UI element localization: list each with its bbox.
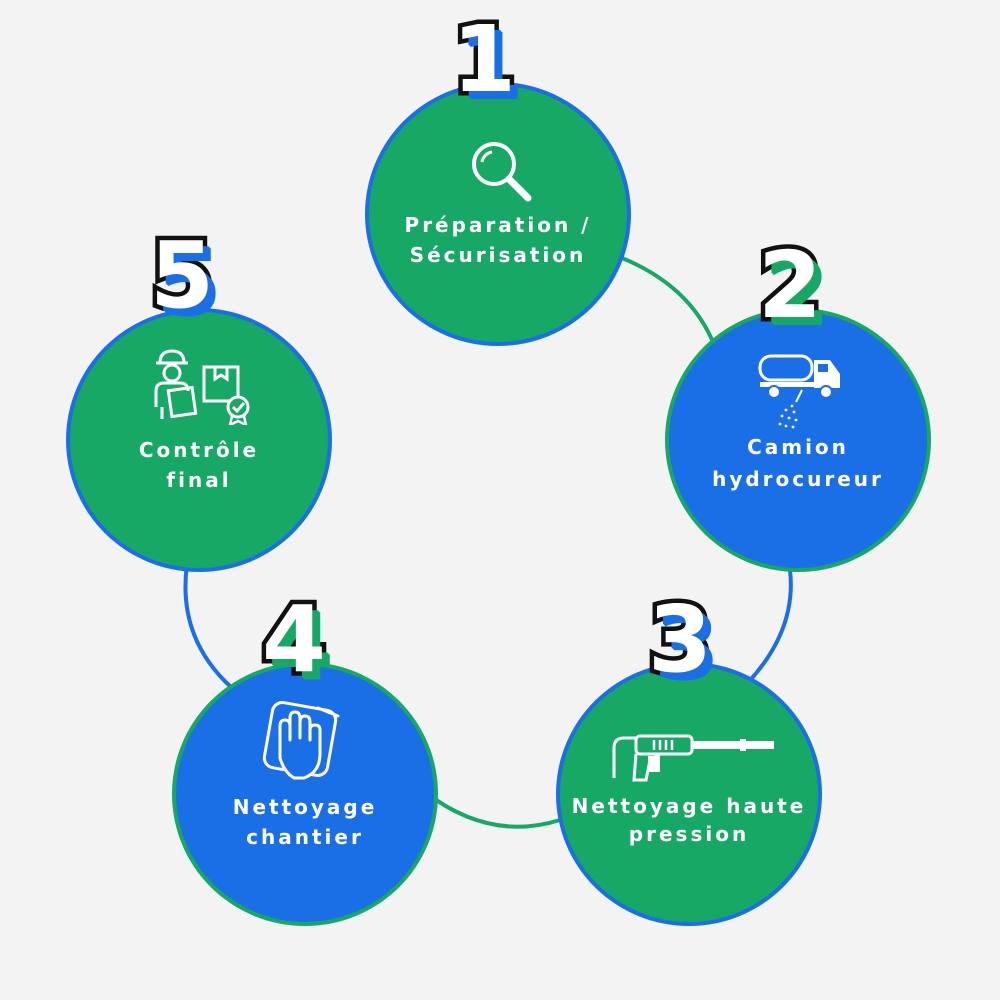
step-4-label-line2: chantier	[246, 825, 364, 849]
magnifier-icon	[468, 138, 534, 208]
step-5-label-line1: Contrôle	[138, 438, 260, 462]
step-2-number: 2	[753, 232, 826, 339]
step-4-label-line1: Nettoyage	[232, 795, 378, 819]
step-5-circle	[66, 308, 332, 572]
arrow-3-to-4	[425, 792, 561, 829]
step-1-number: 1	[447, 6, 520, 113]
step-1-label-line1: Préparation /	[404, 213, 592, 237]
step-4-number: 4	[257, 586, 330, 693]
step-2-label-line2: hydrocureur	[712, 467, 884, 491]
step-2-circle	[665, 308, 931, 572]
step-2-label-line1: Camion	[747, 435, 849, 459]
inspector-icon	[148, 345, 258, 429]
step-5-number: 5	[145, 222, 218, 329]
step-3-number: 3	[643, 586, 716, 693]
step-3-label-line1: Nettoyage haute	[571, 794, 807, 818]
hand-wiping-icon	[258, 700, 348, 790]
step-4-circle	[172, 662, 438, 926]
step-3-circle	[556, 662, 822, 926]
step-3-label-line2: pression	[628, 822, 750, 846]
step-5-label-line2: final	[166, 468, 232, 492]
tanker-truck-icon	[756, 350, 846, 436]
step-1-label-line2: Sécurisation	[409, 243, 587, 267]
pressure-washer-icon	[610, 730, 780, 790]
step-1-circle	[365, 82, 631, 346]
